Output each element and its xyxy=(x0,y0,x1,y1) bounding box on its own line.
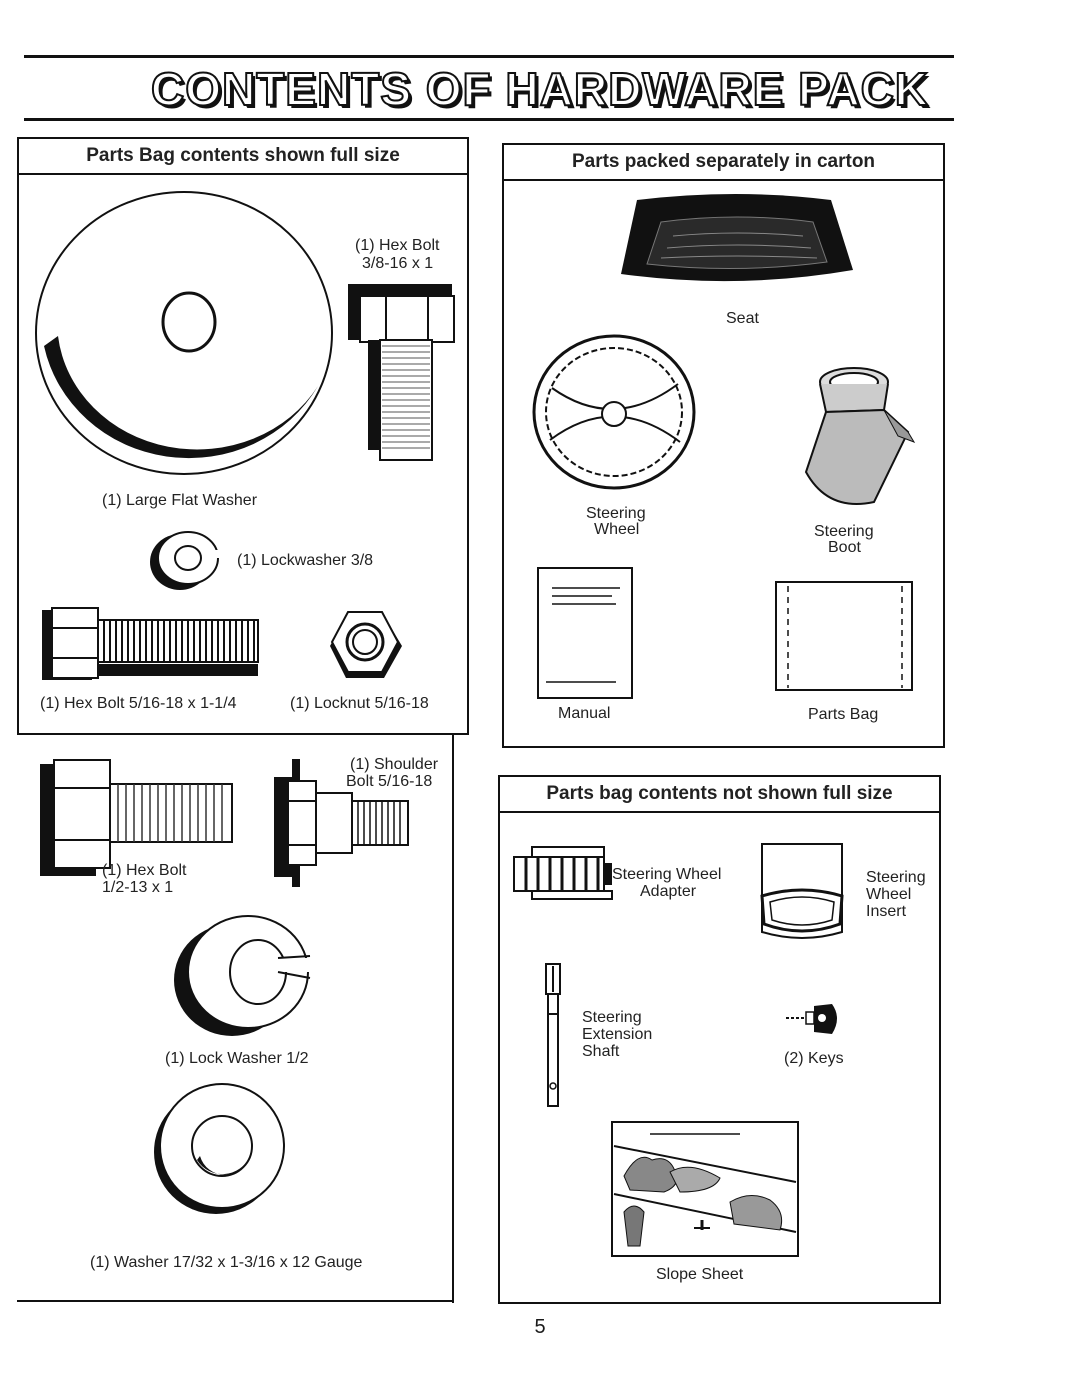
wheel-insert-label-1: Steering xyxy=(866,869,926,886)
panel-heading: Parts bag contents not shown full size xyxy=(500,777,939,813)
shoulder-bolt-icon xyxy=(274,759,409,887)
manual-label: Manual xyxy=(558,705,611,722)
panel-heading: Parts packed separately in carton xyxy=(504,145,943,181)
extension-shaft-label-2: Extension xyxy=(582,1026,653,1043)
wheel-insert-label-3: Insert xyxy=(866,903,907,920)
hex-bolt-38-label-2: 3/8-16 x 1 xyxy=(362,255,434,272)
hex-bolt-12-label-1: (1) Hex Bolt xyxy=(102,862,187,879)
panel-heading: Parts Bag contents shown full size xyxy=(19,139,467,175)
lockwasher-38-icon xyxy=(150,531,222,590)
steering-wheel-adapter-icon xyxy=(513,846,613,900)
left-lower-bottom-border xyxy=(17,1300,454,1302)
keys-label: (2) Keys xyxy=(784,1050,844,1067)
steering-extension-shaft-icon xyxy=(545,963,561,1107)
steering-boot-label-1: Steering xyxy=(814,523,874,540)
locknut-516-label: (1) Locknut 5/16-18 xyxy=(290,695,429,712)
parts-bag-full-size-panel: Parts Bag contents shown full size xyxy=(17,137,469,735)
shoulder-bolt-label-1: (1) Shoulder xyxy=(350,756,439,773)
locknut-516-icon xyxy=(330,611,402,678)
header-top-rule xyxy=(24,55,954,58)
hex-bolt-516-label: (1) Hex Bolt 5/16-18 x 1-1/4 xyxy=(40,695,237,712)
slope-sheet-icon xyxy=(611,1121,799,1257)
parts-bag-icon xyxy=(775,581,913,691)
steering-wheel-label-1: Steering xyxy=(586,505,646,522)
extension-shaft-label-1: Steering xyxy=(582,1009,642,1026)
left-lower-right-border xyxy=(452,735,454,1303)
not-full-size-panel: Parts bag contents not shown full size xyxy=(498,775,941,1304)
parts-bag-label: Parts Bag xyxy=(808,706,879,723)
wheel-insert-label-2: Wheel xyxy=(866,886,912,903)
steering-wheel-icon xyxy=(532,334,696,490)
seat-label: Seat xyxy=(726,310,759,327)
steering-boot-icon xyxy=(804,367,916,505)
large-flat-washer-label: (1) Large Flat Washer xyxy=(102,492,258,509)
extension-shaft-label-3: Shaft xyxy=(582,1043,620,1060)
washer-1732-label: (1) Washer 17/32 x 1-3/16 x 12 Gauge xyxy=(90,1254,363,1271)
hex-bolt-38-icon xyxy=(348,284,455,461)
carton-panel: Parts packed separately in carton xyxy=(502,143,945,748)
page-number: 5 xyxy=(534,1316,546,1338)
wheel-adapter-label-1: Steering Wheel xyxy=(612,866,722,883)
hex-bolt-12-icon xyxy=(40,759,233,876)
hex-bolt-516-icon xyxy=(42,607,259,680)
key-icon xyxy=(786,1004,837,1034)
lock-washer-12-label: (1) Lock Washer 1/2 xyxy=(165,1050,309,1067)
page-title: CONTENTS OF HARDWARE PACK xyxy=(150,62,930,116)
steering-wheel-insert-icon xyxy=(760,843,844,939)
washer-1732-icon xyxy=(154,1083,285,1214)
manual-icon xyxy=(537,567,633,699)
large-flat-washer-icon xyxy=(35,191,333,475)
lockwasher-38-label: (1) Lockwasher 3/8 xyxy=(237,552,374,569)
steering-wheel-label-2: Wheel xyxy=(594,521,640,538)
shoulder-bolt-label-2: Bolt 5/16-18 xyxy=(346,773,433,790)
steering-boot-label-2: Boot xyxy=(828,539,861,556)
seat-icon xyxy=(621,194,853,282)
hex-bolt-12-label-2: 1/2-13 x 1 xyxy=(102,879,174,896)
hex-bolt-38-label-1: (1) Hex Bolt xyxy=(355,237,440,254)
lock-washer-12-icon xyxy=(174,915,320,1036)
slope-sheet-label: Slope Sheet xyxy=(656,1266,744,1283)
header-bottom-rule xyxy=(24,118,954,121)
wheel-adapter-label-2: Adapter xyxy=(640,883,697,900)
